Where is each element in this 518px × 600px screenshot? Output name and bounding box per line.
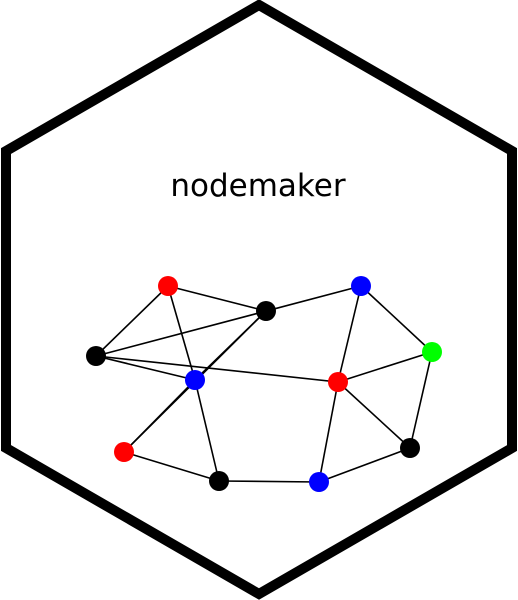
edge-n1-n2 <box>95 285 169 357</box>
edge-n3-n9 <box>194 379 220 482</box>
node-red-n1 <box>158 276 178 296</box>
edge-n2-n5 <box>95 285 362 357</box>
edge-n7-n10 <box>318 381 339 483</box>
node-black-n2 <box>86 346 106 366</box>
node-blue-n3 <box>185 370 205 390</box>
node-red-n8 <box>114 442 134 462</box>
node-blue-n10 <box>309 472 329 492</box>
node-black-n11 <box>400 438 420 458</box>
graph-nodes <box>86 276 442 492</box>
edge-n2-n3 <box>95 355 196 381</box>
edge-n1-n4 <box>167 285 267 312</box>
node-blue-n5 <box>351 276 371 296</box>
edge-n2-n7 <box>95 355 339 383</box>
node-black-n4 <box>256 301 276 321</box>
logo-title: nodemaker <box>170 168 345 204</box>
edge-n10-n11 <box>318 447 411 483</box>
edge-n6-n11 <box>409 351 433 449</box>
edge-n5-n6 <box>360 285 433 353</box>
edge-n5-n7 <box>337 285 362 383</box>
node-green-n6 <box>422 342 442 362</box>
graph-edges <box>95 285 433 483</box>
node-black-n9 <box>209 471 229 491</box>
edge-n8-n9 <box>123 451 220 482</box>
node-red-n7 <box>328 372 348 392</box>
edge-n9-n10 <box>218 480 320 483</box>
edge-n7-n11 <box>337 381 411 449</box>
edge-n6-n7 <box>337 351 433 383</box>
